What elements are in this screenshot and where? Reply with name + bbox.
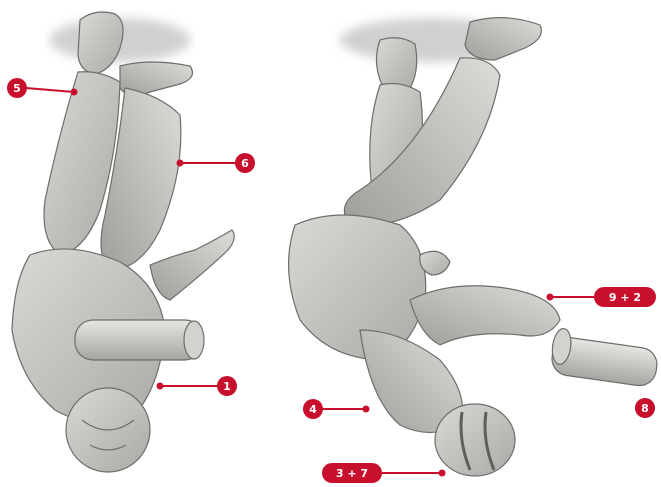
callout-label-5: 5 <box>13 82 21 95</box>
right-leg-2 <box>344 58 500 226</box>
callout-label-6: 6 <box>241 157 249 170</box>
right-arm <box>410 286 560 345</box>
anchor-dot-6 <box>177 160 184 167</box>
anchor-dot-9p2 <box>547 294 554 301</box>
right-boot-1 <box>465 18 541 60</box>
callout-label-9p2: 9 + 2 <box>609 291 641 304</box>
anchor-dot-3p7 <box>439 470 446 477</box>
callout-label-1: 1 <box>223 380 231 393</box>
callout-label-8: 8 <box>641 402 649 415</box>
left-cylinder <box>75 320 204 360</box>
anchor-dot-1 <box>157 383 164 390</box>
right-head <box>435 404 515 476</box>
callout-label-3p7: 3 + 7 <box>336 467 368 480</box>
left-boot-1 <box>78 12 123 74</box>
right-figure <box>289 18 660 476</box>
right-torso <box>289 215 426 360</box>
callout-label-4: 4 <box>309 403 317 416</box>
anchor-dot-5 <box>71 89 78 96</box>
anchor-dot-4 <box>363 406 370 413</box>
left-arm <box>150 230 234 300</box>
left-figure <box>12 12 234 472</box>
right-cylinder <box>550 327 659 387</box>
leader-line-5 <box>26 88 74 92</box>
